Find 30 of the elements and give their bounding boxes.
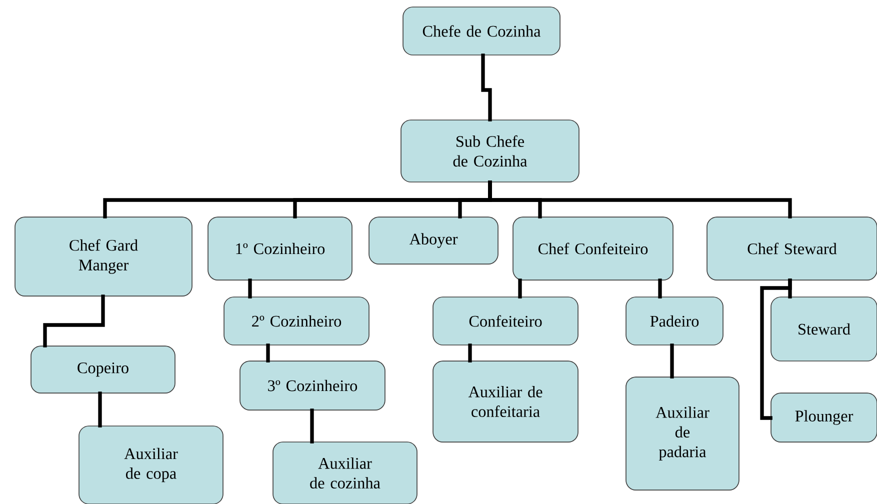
- org-box: 2º Cozinheiro: [224, 296, 370, 346]
- connector-line: [266, 344, 270, 362]
- org-box: Auxiliar de padaria: [626, 376, 740, 490]
- org-box: Auxiliar de copa: [78, 426, 224, 504]
- org-box: Chef Steward: [706, 216, 877, 280]
- org-box: Chef Confeiteiro: [512, 216, 674, 280]
- org-box: Confeiteiro: [432, 296, 578, 346]
- connector-line: [518, 278, 522, 298]
- org-box: Chefe de Cozinha: [402, 6, 560, 56]
- org-box: Steward: [770, 296, 877, 362]
- connector-line: [43, 294, 105, 348]
- connector-line: [488, 180, 792, 218]
- org-box: Auxiliar de confeitaria: [432, 360, 578, 442]
- org-box: Copeiro: [30, 346, 176, 394]
- connector-line: [98, 392, 102, 428]
- org-box: Chef Gard Manger: [14, 216, 192, 296]
- org-box: 3º Cozinheiro: [240, 360, 386, 410]
- connector-line: [481, 54, 492, 122]
- org-box: Auxiliar de cozinha: [272, 442, 418, 504]
- connector-line: [310, 408, 314, 444]
- org-box: Plounger: [770, 392, 877, 442]
- connector-line: [468, 344, 472, 362]
- org-box: Aboyer: [368, 216, 498, 264]
- org-box: Padeiro: [626, 296, 724, 346]
- connector-line: [670, 344, 674, 378]
- connector-line: [658, 278, 662, 298]
- org-box: 1º Cozinheiro: [208, 216, 352, 280]
- connector-line: [760, 278, 792, 420]
- org-box: Sub Chefe de Cozinha: [400, 120, 580, 182]
- connector-line: [248, 278, 252, 298]
